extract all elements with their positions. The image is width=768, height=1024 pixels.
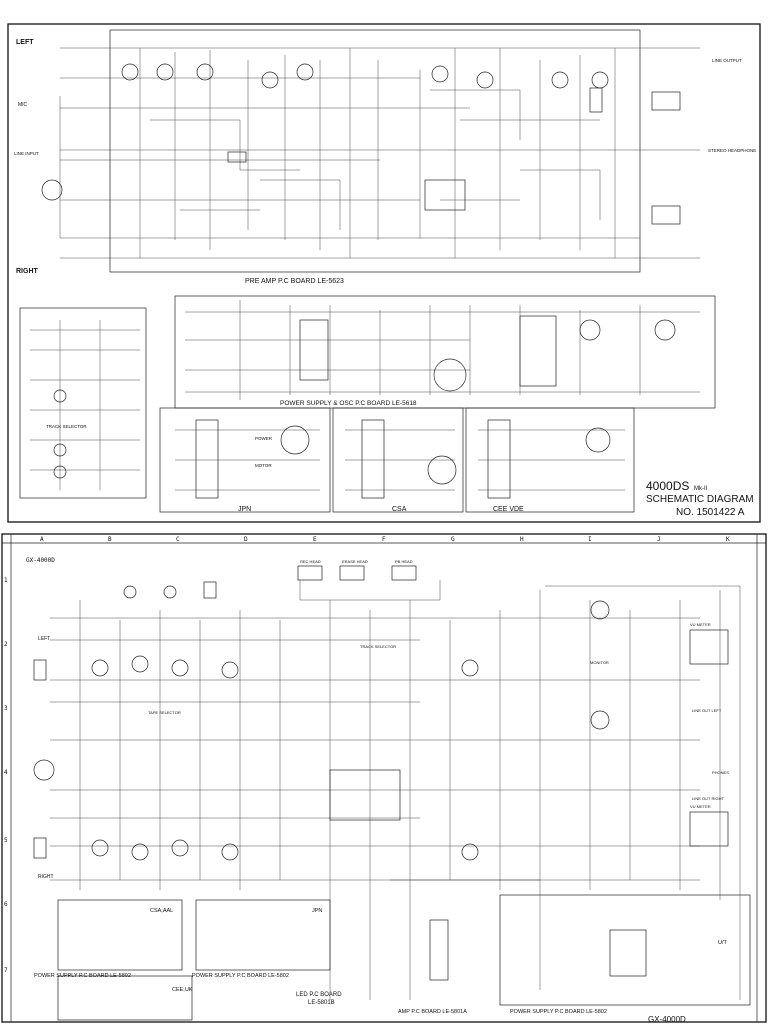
sheet-1-border [7,23,761,523]
preamp-components [41,63,681,225]
tape-selector-label: TAPE SELECTOR [148,710,181,715]
column-letter: G [451,536,455,543]
power-label: POWER [255,436,273,441]
column-letter: E [313,536,317,543]
column-letter: F [382,536,386,543]
row-number: 6 [4,901,8,908]
column-letter: H [520,536,524,543]
row-number: 3 [4,705,8,712]
diagram-number: NO. 1501422 A [676,507,745,518]
row-number: 7 [4,967,8,974]
led-board-number: LE-5801B [308,1000,335,1006]
sheet-1-schematic: LEFT RIGHT MIC LINE INPUT LINE OUTPUT ST… [7,23,761,523]
monitor-label: MONITOR [590,660,609,665]
column-letter: D [244,536,248,543]
sheet2-track-selector-label: TRACK SELECTOR [360,644,396,649]
column-letter: J [657,536,661,543]
row-number: 4 [4,769,8,776]
column-letter: I [588,536,592,543]
erase-head-label: ERASE HEAD [342,559,368,564]
row-number: 5 [4,837,8,844]
preamp-board-label: PRE AMP P.C BOARD LE-5623 [245,278,344,285]
amp-components [33,565,729,981]
model-name: 4000DS [646,479,689,493]
line-output-label: LINE OUTPUT [712,58,742,63]
column-letter: K [726,536,730,543]
row-number: 1 [4,577,8,584]
lower-power-boxes [57,894,751,1021]
phones-label: PHONES [712,770,729,775]
preamp-board-outline [109,29,641,273]
track-selector-label: TRACK SELECTOR [46,424,87,429]
column-ruler: A B C D E F G H I J K [40,536,730,543]
row-ruler: 1 2 3 4 5 6 7 [4,577,8,974]
psu-board-3-label: POWER SUPPLY P.C BOARD LE-5802 [510,1009,607,1015]
power-components [53,315,676,499]
line-out-left-label: LINE OUT LEFT [692,708,722,713]
power-osc-board-outline [174,295,716,409]
region-csa-aal-label: CSA,AAL [150,908,173,914]
channel-left-label: LEFT [16,39,34,46]
region-csa-label: CSA [392,506,407,513]
jpn-power-box [159,407,331,513]
pb-head-label: PB HEAD [395,559,413,564]
sheet2-left-label: LEFT [38,636,50,642]
track-selector-box [19,307,147,499]
column-letter: A [40,536,44,543]
footer-model-label: GX-4000D [648,1015,686,1024]
preamp-wiring [59,47,700,259]
sheet-2-schematic: A B C D E F G H I J K 1 2 3 4 5 6 7 [1,533,767,1024]
model-code: GX-4000D [26,557,55,564]
sheet-2-border [1,533,767,1023]
column-letter: C [176,536,180,543]
model-suffix: Mk-II [694,486,708,492]
led-board-label: LED P.C BOARD [296,992,342,998]
cee-power-box [465,407,635,513]
motor-label: MOTOR [255,463,272,468]
vu-meter-right-label: VU METER [690,804,711,809]
amp-wiring [50,580,741,1000]
sheet2-region-jpn-label: JPN [312,908,322,914]
rec-head-label: REC HEAD [300,559,321,564]
amp-board-label: AMP P.C BOARD LE-5801A [398,1009,467,1015]
power-board-wiring [30,300,700,491]
mic-label: MIC [18,102,28,108]
csa-power-box [332,407,464,513]
power-osc-board-label: POWER SUPPLY & OSC P.C BOARD LE-5618 [280,400,417,407]
row-number: 2 [4,641,8,648]
column-letter: B [108,536,112,543]
region-cee-vde-label: CEE VDE [493,506,524,513]
psu-board-2-label: POWER SUPPLY P.C BOARD LE-5802 [192,973,289,979]
vu-meter-left-label: VU METER [690,622,711,627]
channel-right-label: RIGHT [16,268,39,275]
line-out-right-label: LINE OUT RIGHT [692,796,724,801]
region-u-t-label: U/T [718,940,728,946]
region-cee-uk-label: CEE,UK [172,987,193,993]
transistor-outlines [123,581,217,599]
diagram-title: SCHEMATIC DIAGRAM [646,494,754,505]
line-input-label: LINE INPUT [14,151,39,156]
title-block: 4000DS Mk-II SCHEMATIC DIAGRAM NO. 15014… [646,479,754,518]
region-jpn-label: JPN [238,506,251,513]
sheet2-right-label: RIGHT [38,874,54,880]
psu-board-1-label: POWER SUPPLY P.C BOARD LE-5802 [34,973,131,979]
stereo-headphone-label: STEREO HEADPHONE [708,148,756,153]
